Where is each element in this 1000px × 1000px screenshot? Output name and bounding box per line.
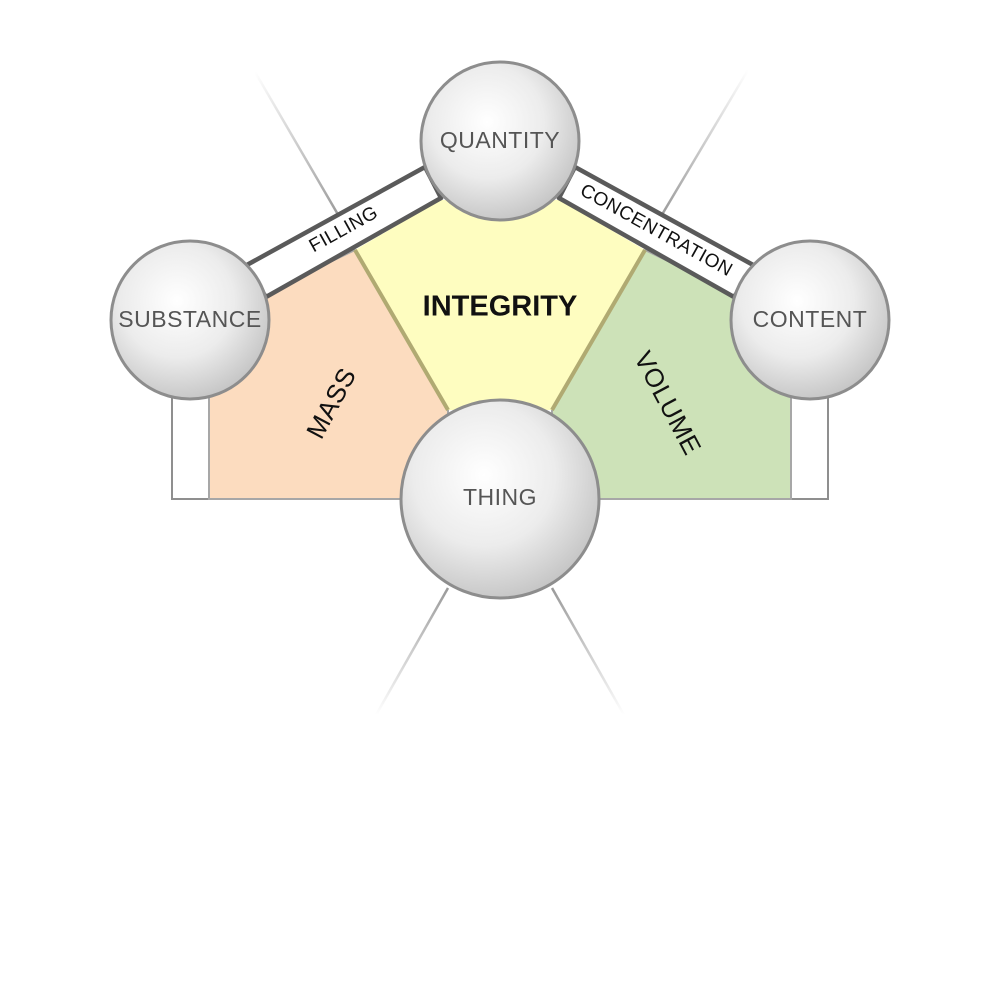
guide-line-lower-left <box>374 587 450 716</box>
guide-line-upper-left <box>253 71 342 219</box>
content-node: CONTENT <box>729 239 891 401</box>
content-circle <box>729 239 891 401</box>
substance-node: SUBSTANCE <box>109 239 271 401</box>
thing-label: THING <box>463 484 537 510</box>
thing-node: THING <box>399 398 601 600</box>
integrity-region <box>355 200 645 410</box>
integrity-edge-right <box>550 248 647 412</box>
substance-label: SUBSTANCE <box>118 306 261 332</box>
integrity-label: INTEGRITY <box>423 291 578 323</box>
guide-lines <box>100 69 900 716</box>
quantity-label: QUANTITY <box>440 127 560 153</box>
guide-line-upper-right <box>658 69 750 219</box>
right-leg <box>790 384 829 500</box>
substance-circle <box>109 239 271 401</box>
left-leg <box>171 384 210 500</box>
guide-line-lower-right <box>550 587 626 716</box>
quantity-circle <box>419 60 581 222</box>
integrity-edge-left <box>353 248 450 412</box>
integrity-edges <box>353 248 647 412</box>
thing-circle <box>399 398 601 600</box>
quantity-node: QUANTITY <box>419 60 581 222</box>
content-label: CONTENT <box>753 306 868 332</box>
